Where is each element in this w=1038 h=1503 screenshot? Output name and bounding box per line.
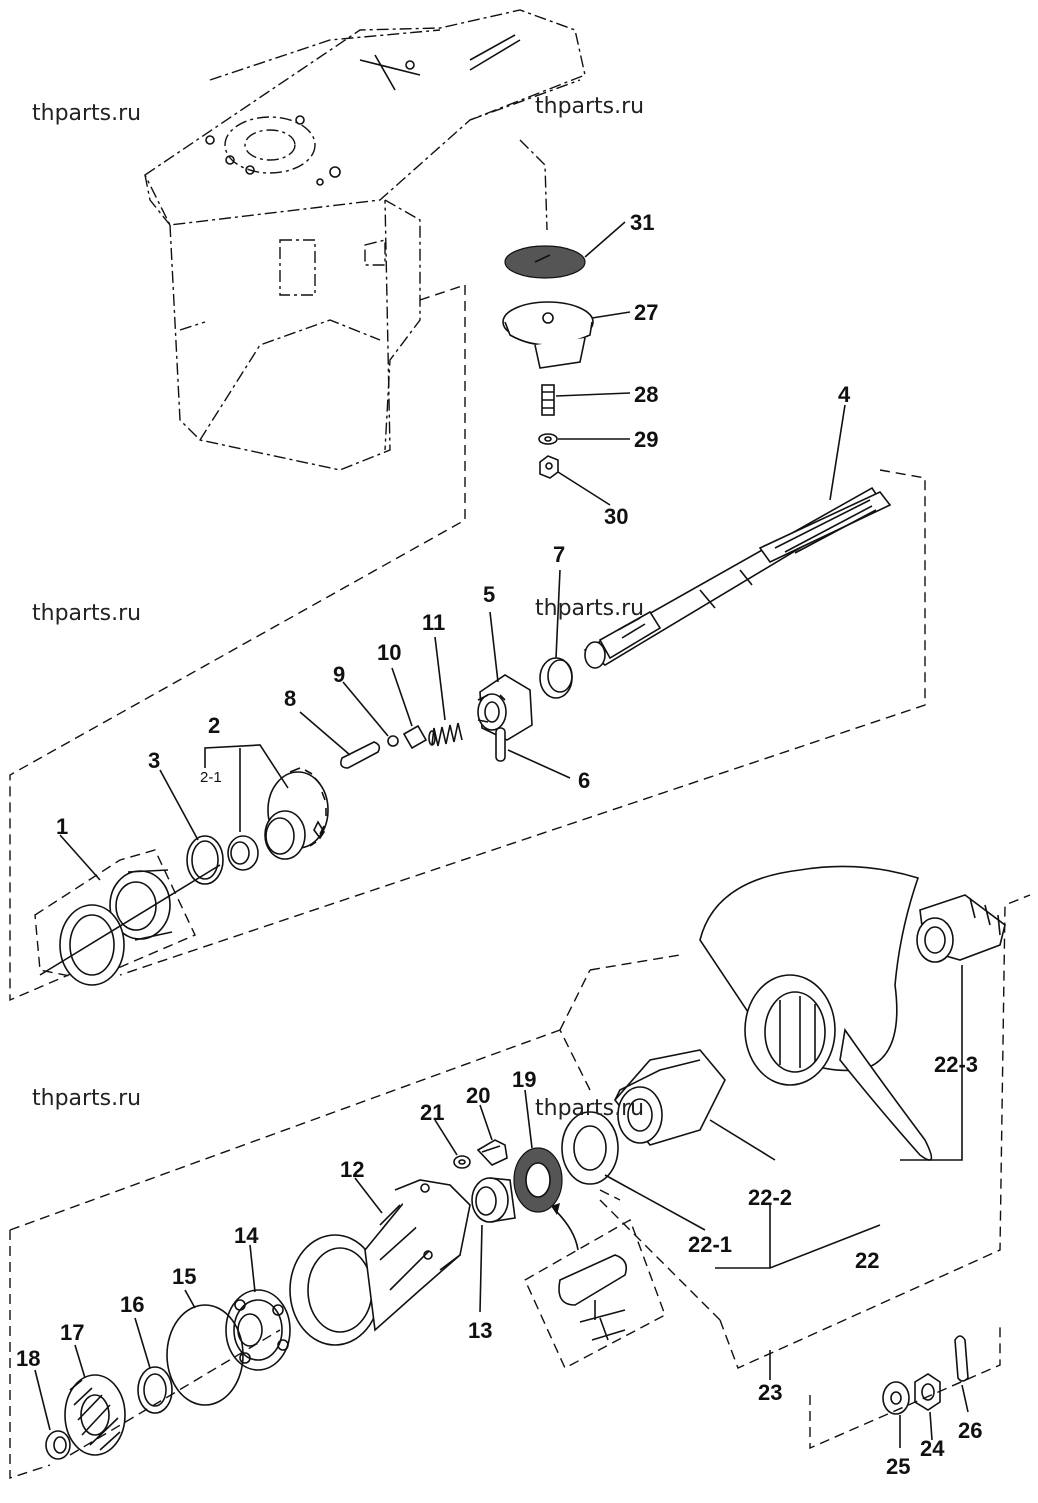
shift-plunger-8: [340, 741, 381, 769]
label-4: 4: [838, 382, 851, 407]
o-ring-15: [166, 1304, 244, 1406]
propeller-shaft-4: [583, 486, 892, 669]
trim-tab-27: [502, 301, 594, 369]
label-22-1: 22-1: [688, 1232, 732, 1257]
label-11: 11: [422, 610, 445, 635]
label-30: 30: [604, 504, 628, 529]
label-12: 12: [340, 1157, 364, 1182]
reverse-gear-17: [64, 1374, 126, 1456]
label-26: 26: [958, 1418, 982, 1443]
label-2: 2: [208, 713, 220, 738]
watermark: thparts.ru: [535, 596, 644, 621]
washer-25: [882, 1381, 910, 1415]
label-22: 22: [855, 1248, 879, 1273]
shim-16: [137, 1366, 173, 1414]
label-7: 7: [553, 542, 565, 567]
nut-24: [914, 1373, 941, 1411]
washer-29: [538, 433, 558, 445]
label-31: 31: [630, 210, 654, 235]
label-9: 9: [333, 662, 345, 687]
oil-seal-19: [513, 1147, 563, 1213]
label-29: 29: [634, 427, 658, 452]
leader-box-upper: [9, 285, 466, 1002]
ball-9: [387, 735, 399, 747]
label-18: 18: [16, 1346, 40, 1371]
watermark: thparts.ru: [32, 101, 141, 126]
spacer-22-2: [613, 1049, 726, 1146]
label-8: 8: [284, 686, 296, 711]
label-20: 20: [466, 1083, 490, 1108]
needle-bearing-13: [471, 1177, 516, 1223]
pusher-10: [402, 724, 428, 750]
label-23: 23: [758, 1380, 782, 1405]
watermark: thparts.ru: [535, 94, 644, 119]
leader-casing-31: [519, 139, 548, 231]
tapered-bearing-1: [34, 849, 196, 986]
water-screen-31: [504, 245, 586, 279]
washer-21: [453, 1155, 471, 1169]
label-27: 27: [634, 300, 658, 325]
needle-bearing-2-1: [227, 835, 259, 871]
bearing-housing-12: [289, 1179, 471, 1346]
lower-casing: [144, 9, 586, 471]
label-24: 24: [920, 1436, 945, 1461]
circlip-18: [45, 1430, 71, 1460]
label-1: 1: [56, 814, 68, 839]
label-13: 13: [468, 1318, 492, 1343]
spring-11: [428, 722, 463, 747]
watermark: thparts.ru: [32, 601, 141, 626]
nut-30: [539, 455, 559, 479]
label-19: 19: [512, 1067, 536, 1092]
bolt-28: [541, 384, 555, 416]
label-2-1: 2-1: [200, 769, 222, 786]
propeller-22: [699, 865, 933, 1161]
label-25: 25: [886, 1454, 910, 1479]
pin-6: [495, 727, 506, 762]
thrust-washer-22-1: [561, 1111, 619, 1185]
clutch-dog-5: [477, 674, 533, 741]
label-3: 3: [148, 748, 160, 773]
watermark: thparts.ru: [535, 1096, 644, 1121]
label-6: 6: [578, 768, 590, 793]
label-22-3: 22-3: [934, 1052, 978, 1077]
label-5: 5: [483, 582, 495, 607]
ring-7: [539, 657, 573, 699]
forward-gear-2: [264, 767, 329, 860]
label-15: 15: [172, 1264, 196, 1289]
label-17: 17: [60, 1320, 84, 1345]
label-21: 21: [420, 1100, 444, 1125]
cotter-pin-26: [954, 1335, 969, 1382]
shim-3: [186, 835, 224, 885]
label-16: 16: [120, 1292, 144, 1317]
spline-washer-22-3: [916, 894, 1006, 963]
label-28: 28: [634, 382, 658, 407]
ball-bearing-14: [225, 1289, 291, 1371]
bolt-20: [476, 1139, 508, 1166]
label-22-2: 22-2: [748, 1185, 792, 1210]
label-10: 10: [377, 640, 401, 665]
insert-tool-inset: [524, 1203, 666, 1369]
label-14: 14: [234, 1223, 259, 1248]
watermark: thparts.ru: [32, 1086, 141, 1111]
